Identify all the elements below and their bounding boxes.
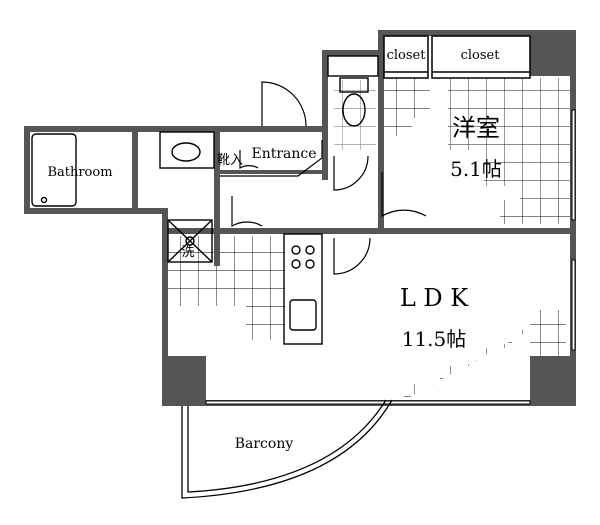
laundry-pan	[167, 219, 213, 263]
label-laundry: 洗	[181, 245, 194, 260]
balcony	[181, 399, 393, 499]
washbasin	[159, 131, 215, 169]
windows	[205, 109, 576, 405]
label-western-room-size: 5.1帖	[450, 157, 502, 181]
label-balcony: Barcony	[235, 436, 294, 452]
closets	[383, 35, 531, 79]
label-entrance: Entrance	[251, 146, 316, 162]
doors	[231, 81, 427, 275]
kitchen-counter	[283, 233, 323, 345]
label-bathroom: Bathroom	[47, 165, 112, 180]
toilet	[327, 55, 379, 127]
label-ldk: L D K	[400, 284, 469, 312]
label-closet-2: closet	[461, 48, 501, 63]
pillars	[162, 30, 576, 406]
label-shoe-storage: 靴入	[217, 153, 243, 168]
bathtub	[31, 133, 77, 207]
entrance-step	[220, 140, 323, 177]
label-closet-1: closet	[387, 48, 427, 63]
label-western-room: 洋室	[452, 114, 500, 142]
label-ldk-size: 11.5帖	[402, 327, 467, 351]
